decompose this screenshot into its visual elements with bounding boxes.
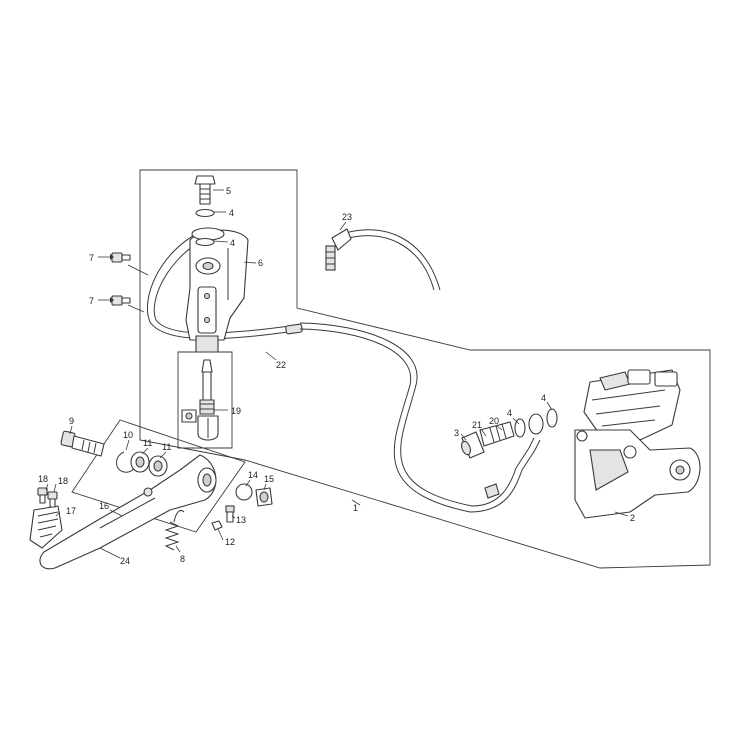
callout-2: 2	[630, 513, 635, 523]
spring-hook	[173, 509, 185, 523]
crush-washer-caliper-2	[546, 408, 558, 428]
callout-22: 22	[276, 360, 286, 370]
pivot-bolt	[60, 430, 105, 457]
callout-7-lower: 7	[89, 296, 94, 306]
banjo-bolt-caliper	[479, 421, 515, 447]
callout-10: 10	[123, 430, 133, 440]
callout-6: 6	[258, 258, 263, 268]
banjo-bolt	[194, 175, 216, 205]
callout-20: 20	[489, 416, 499, 426]
callout-1: 1	[353, 503, 358, 513]
leader-lines	[45, 189, 629, 559]
callout-11-second: 11	[162, 442, 171, 452]
callout-7-upper: 7	[89, 253, 94, 263]
callout-4-top: 4	[229, 208, 234, 218]
pedal-frame	[71, 419, 246, 533]
callout-4-caliper-outer: 4	[541, 393, 546, 403]
callout-12: 12	[225, 537, 235, 547]
tip-bolt-1	[37, 487, 48, 504]
callout-21: 21	[472, 420, 482, 430]
callout-18-second: 18	[58, 476, 68, 486]
callout-14: 14	[248, 470, 258, 480]
callout-numbers: 5 4 4 6 7 7 22 19 23 1 2 3 21 20 4 4 9 1…	[38, 186, 635, 566]
callout-18-first: 18	[38, 474, 48, 484]
callout-9: 9	[69, 416, 74, 426]
callout-23: 23	[342, 212, 352, 222]
pivot-bearing-2	[148, 455, 168, 477]
callout-5: 5	[226, 186, 231, 196]
callout-4-mid: 4	[230, 238, 235, 248]
callout-4-caliper: 4	[507, 408, 512, 418]
stop-bolt	[225, 505, 235, 523]
callout-13: 13	[236, 515, 246, 525]
callout-11-first: 11	[143, 438, 152, 448]
push-rod-frame	[177, 351, 233, 449]
pivot-collar	[255, 487, 273, 507]
callout-24: 24	[120, 556, 130, 566]
callout-15: 15	[264, 474, 274, 484]
brake-pedal-lever	[39, 454, 217, 570]
stop-nut	[211, 520, 223, 531]
banjo-fitting	[528, 413, 544, 435]
callout-16: 16	[99, 501, 109, 511]
crush-washer-top	[195, 208, 215, 218]
assembly-frame	[139, 169, 711, 569]
brake-caliper	[583, 369, 681, 441]
caliper-bracket	[574, 429, 701, 519]
pivot-bearing-1	[130, 451, 150, 473]
tip-bolt-2	[47, 491, 58, 508]
pedal-tip	[29, 505, 63, 549]
callout-17: 17	[66, 506, 76, 516]
crush-washer-bottom	[195, 237, 215, 247]
callout-3: 3	[454, 428, 459, 438]
return-spring	[164, 521, 180, 551]
brake-hose	[146, 231, 541, 513]
callout-8: 8	[180, 554, 185, 564]
bleed-valve	[460, 431, 485, 459]
crush-washer-caliper-1	[514, 418, 526, 438]
callout-19: 19	[231, 406, 241, 416]
master-cylinder	[185, 227, 249, 353]
mounting-bolt-upper	[111, 252, 131, 263]
reservoir-hose	[325, 228, 441, 291]
mounting-bolt-lower	[111, 295, 131, 306]
pivot-washer	[235, 483, 253, 501]
push-rod	[181, 359, 219, 441]
